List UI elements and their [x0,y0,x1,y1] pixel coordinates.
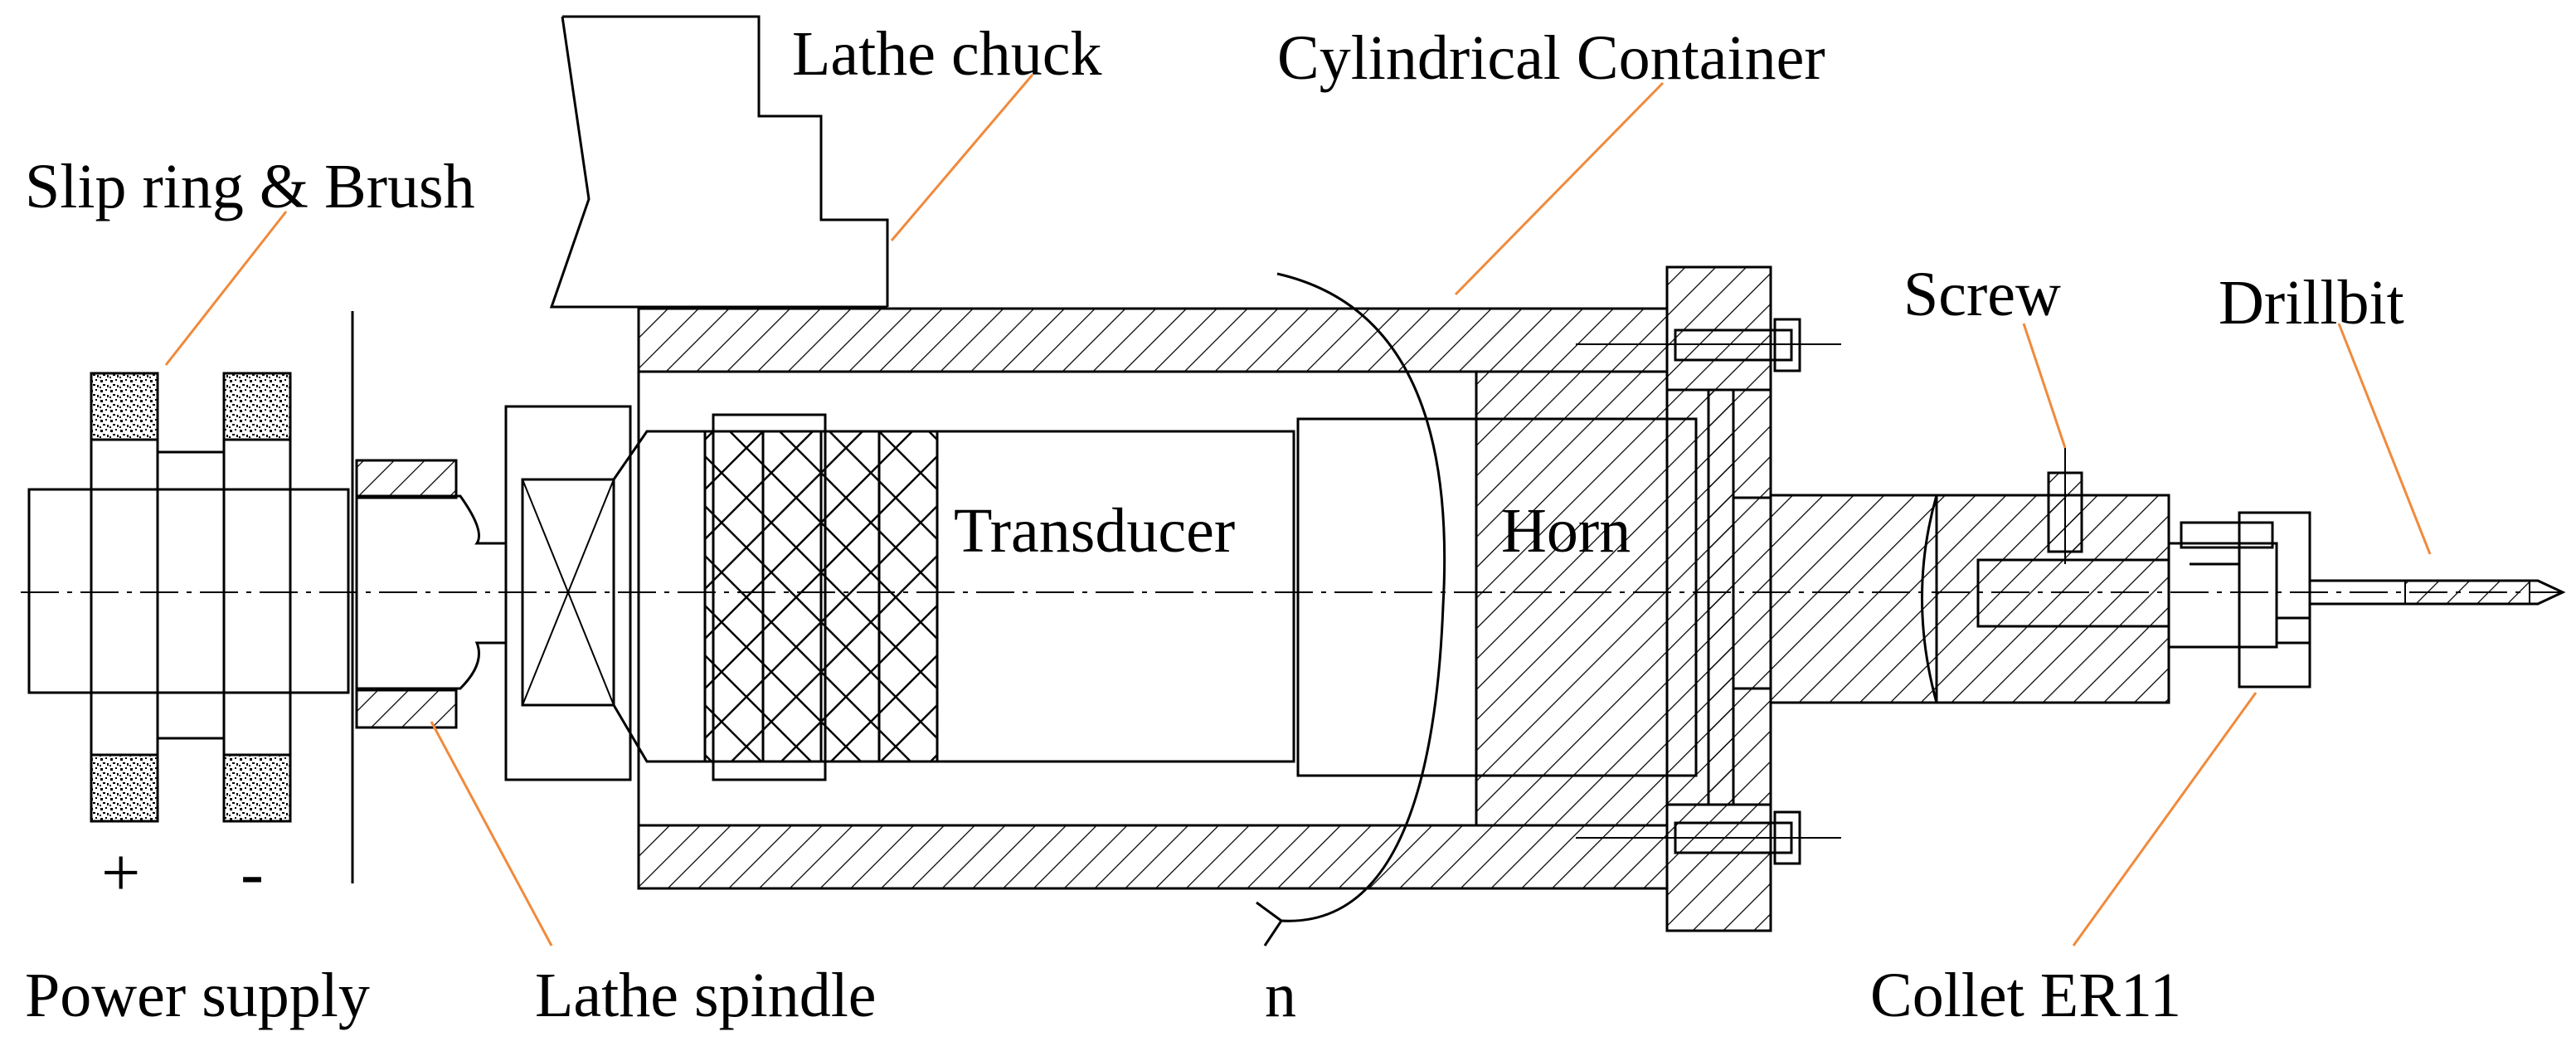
leader-lines [164,74,2432,946]
bolt-top [1576,318,1841,372]
brush-minus-bottom [222,753,292,823]
label-horn: Horn [1501,496,1631,566]
label-plus: + [101,834,140,912]
transducer-holder [504,405,1295,781]
brush-minus-top [222,372,292,441]
label-cylindrical-container: Cylindrical Container [1277,23,1825,93]
label-lathe-chuck: Lathe chuck [792,19,1101,89]
label-drillbit: Drillbit [2219,268,2404,338]
label-minus: - [241,834,264,912]
label-collet-er11: Collet ER11 [1870,961,2181,1030]
flange [1576,265,1841,932]
slip-ring-assembly [27,311,354,883]
label-power-supply: Power supply [25,961,370,1030]
lathe-spindle [355,459,508,729]
drillbit [2308,579,2566,606]
brush-plus-top [90,372,159,441]
label-rotation-n: n [1265,961,1296,1030]
label-slip-ring-brush: Slip ring & Brush [25,152,475,221]
label-transducer: Transducer [954,496,1235,566]
rotation-arrow [1256,272,1446,946]
lathe-chuck [549,15,889,309]
collet-er11 [2167,511,2311,689]
tool-holder [1769,448,2170,704]
piezo-stack [703,413,939,781]
cylindrical-container [637,307,1669,890]
label-lathe-spindle: Lathe spindle [535,961,877,1030]
bolt-bottom [1576,810,1841,865]
brush-plus-bottom [90,753,159,823]
label-screw: Screw [1903,260,2061,329]
